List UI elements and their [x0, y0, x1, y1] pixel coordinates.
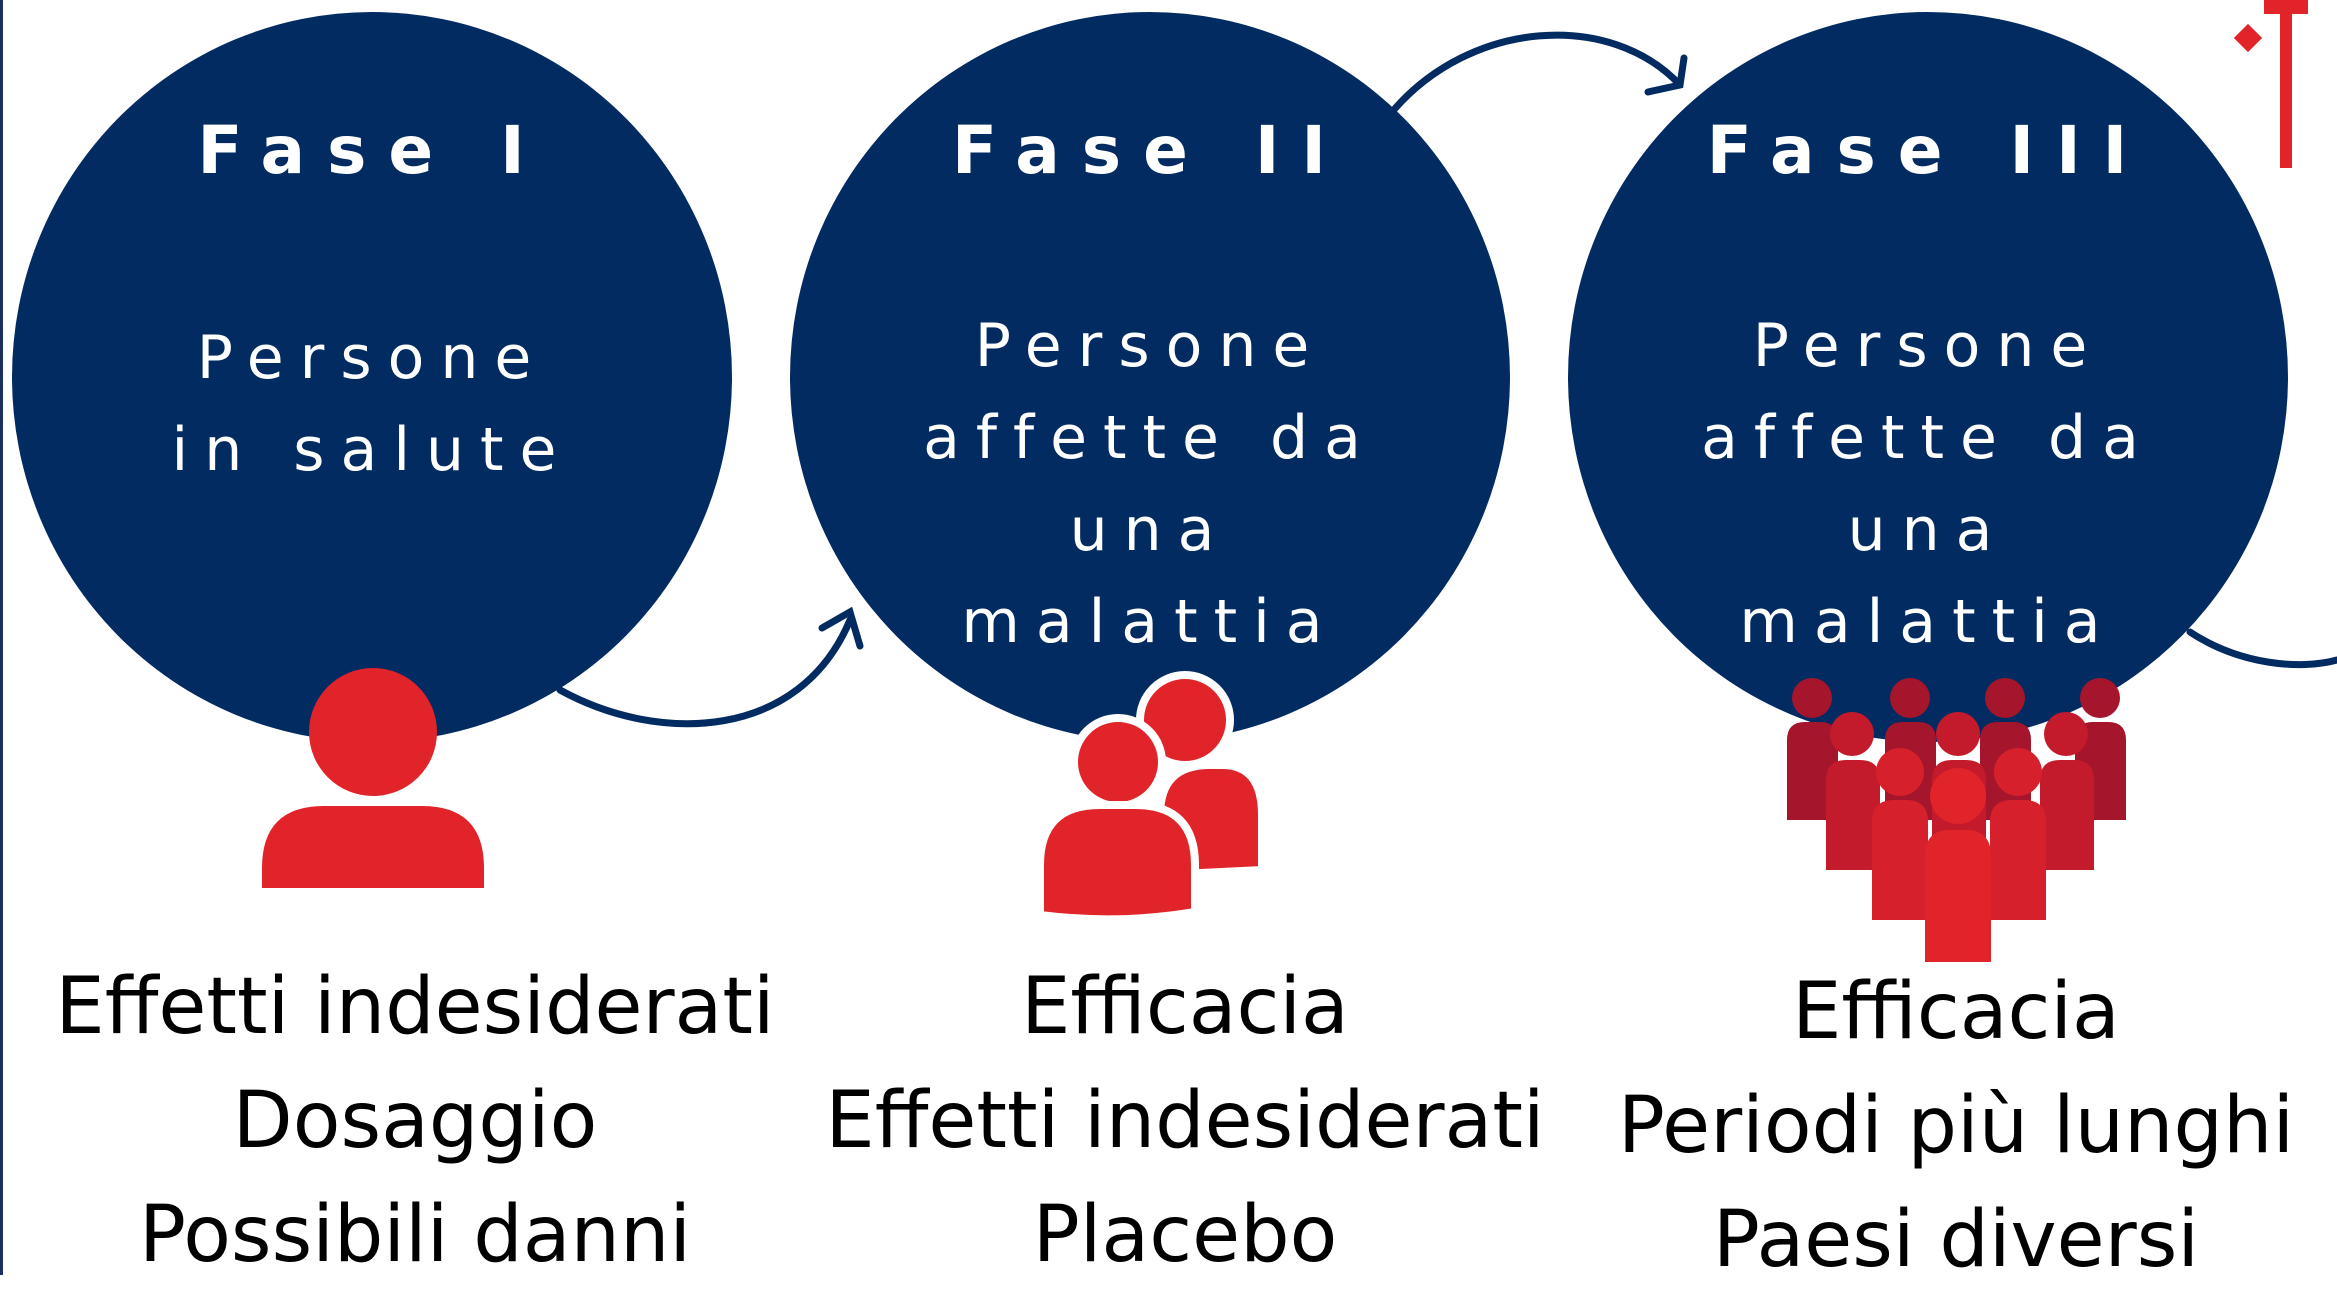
list-item: Placebo	[1032, 1190, 1338, 1280]
list-item: Possibili danni	[138, 1190, 692, 1280]
phase-3-desc: Persone affette da una malattia	[1568, 300, 2288, 668]
phase-3-desc-line: malattia	[1739, 587, 2117, 657]
arrow-phase3-exit-icon	[2186, 628, 2337, 669]
phase-1-list: Effetti indesiderati Dosaggio Possibili …	[20, 950, 810, 1292]
phase-3-title: Fase III	[1706, 112, 2150, 189]
phase-2-desc-line: una	[1069, 495, 1231, 565]
phase-2-desc-line: affette da	[923, 403, 1377, 473]
two-people-icon	[1036, 671, 1266, 924]
phase-3-list: Efficacia Periodi più lunghi Paesi diver…	[1575, 955, 2337, 1297]
phase-2-desc: Persone affette da una malattia	[790, 300, 1510, 668]
phase-2-title: Fase II	[952, 112, 1348, 189]
phase-1-desc: Persone in salute	[12, 312, 732, 496]
left-border	[0, 0, 3, 1275]
list-item: Periodi più lunghi	[1617, 1081, 2295, 1171]
phase-3-desc-line: affette da	[1701, 403, 2155, 473]
phase-2-desc-line: Persone	[974, 311, 1326, 381]
list-item: Paesi diversi	[1712, 1195, 2200, 1285]
list-item: Effetti indesiderati	[55, 962, 775, 1052]
phase-2-list: Efficacia Effetti indesiderati Placebo	[800, 950, 1570, 1292]
red-arrow-mark-icon	[2233, 0, 2308, 168]
phase-1-desc-line: in salute	[171, 415, 573, 485]
phase-3-desc-line: una	[1847, 495, 2009, 565]
arrow-phase1-to-phase2-icon	[556, 606, 864, 728]
list-item: Dosaggio	[232, 1076, 598, 1166]
phase-1-circle	[12, 12, 732, 742]
phase-2-desc-line: malattia	[961, 587, 1339, 657]
list-item: Efficacia	[1792, 967, 2120, 1057]
crowd-icon	[1787, 678, 2126, 962]
phase-2-circle	[790, 12, 1510, 742]
phase-3-desc-line: Persone	[1752, 311, 2104, 381]
phase-3-circle	[1568, 12, 2288, 742]
arrow-phase2-to-phase3-icon	[1388, 31, 1688, 116]
phase-1-title: Fase I	[197, 112, 547, 189]
phase-1-desc-line: Persone	[196, 323, 548, 393]
person-icon	[262, 668, 484, 888]
list-item: Efficacia	[1021, 962, 1349, 1052]
list-item: Effetti indesiderati	[825, 1076, 1545, 1166]
